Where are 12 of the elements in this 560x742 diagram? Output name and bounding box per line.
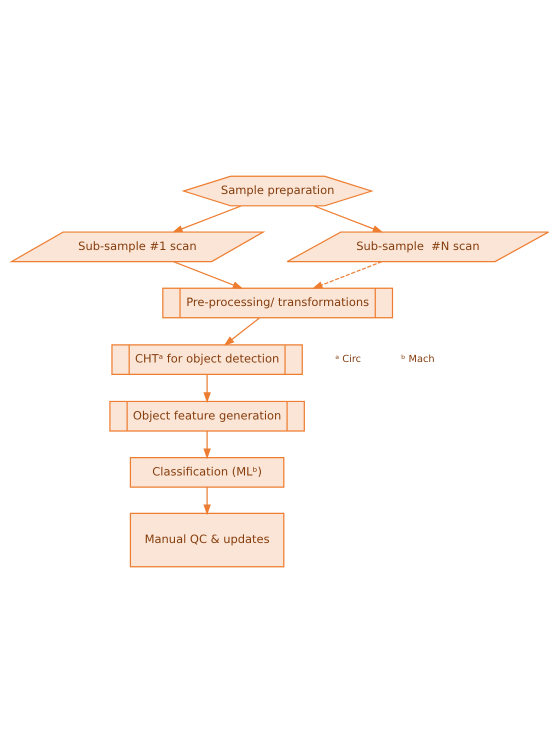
arrow bbox=[224, 317, 260, 346]
label: ᵇ Mach bbox=[401, 354, 435, 365]
arrow bbox=[312, 260, 382, 288]
arrow bbox=[203, 486, 211, 515]
label: ᵃ Circ bbox=[335, 354, 362, 365]
node-box: Manual QC & updates bbox=[130, 512, 284, 567]
arrow bbox=[203, 430, 211, 459]
arrow bbox=[314, 204, 384, 232]
arrow bbox=[203, 374, 211, 402]
arrow bbox=[172, 204, 242, 232]
arrow bbox=[173, 260, 244, 288]
node-box: Classification (MLᵇ) bbox=[130, 456, 284, 488]
